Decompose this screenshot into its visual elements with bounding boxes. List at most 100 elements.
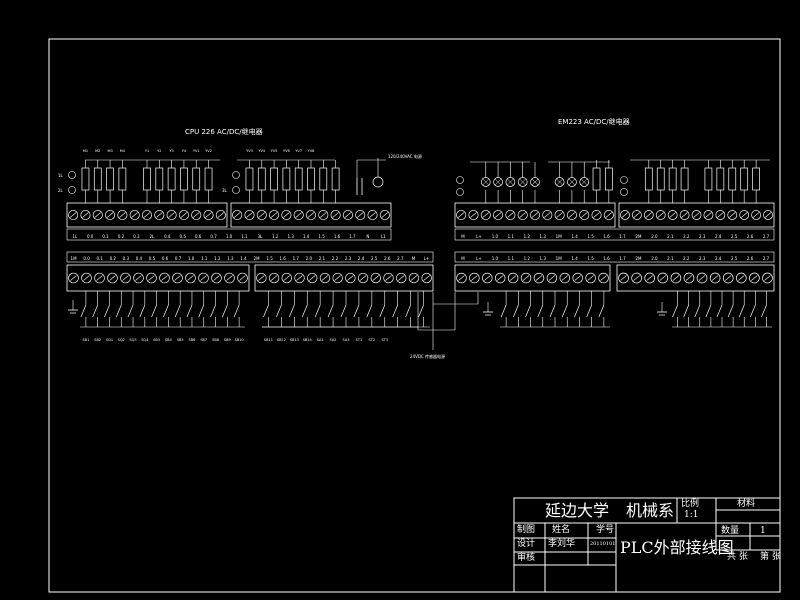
screw-slot <box>600 275 607 281</box>
terminal-label: 1.4 <box>240 256 247 261</box>
terminal-screw <box>533 272 545 284</box>
terminal-label: 1.0 <box>226 234 233 239</box>
switch-name: SB14 <box>303 338 313 342</box>
screw-slot <box>83 275 90 281</box>
switch-name: SB13 <box>290 338 299 342</box>
terminal-screw <box>507 272 519 284</box>
switch-contact <box>418 304 424 318</box>
coil-icon <box>81 167 90 191</box>
cpu-input-strip-b <box>254 264 434 292</box>
switch-contact <box>151 304 157 318</box>
switch-contact <box>405 304 411 318</box>
switch-name: SB8 <box>212 338 219 342</box>
screw-slot <box>96 275 103 281</box>
terminal-screw <box>330 209 341 221</box>
switch-name: SB9 <box>224 338 231 342</box>
screw-slot <box>109 275 116 281</box>
terminal-screw <box>655 210 666 220</box>
terminal-label: 2.2 <box>683 234 690 239</box>
terminal-screw <box>146 272 157 284</box>
screw-slot <box>135 275 142 281</box>
supply-source-icon <box>620 188 628 196</box>
terminal-screw <box>166 209 177 221</box>
switch-name: SB6 <box>189 338 196 342</box>
terminal-screw <box>529 209 541 221</box>
terminal-screw <box>232 209 243 221</box>
terminal-screw <box>244 209 255 221</box>
screw-slot <box>729 212 736 218</box>
terminal-label: 0.7 <box>210 234 217 239</box>
screw-slot <box>645 212 652 218</box>
coil-icon <box>294 167 303 191</box>
terminal-screw <box>709 272 721 284</box>
terminal-screw <box>762 272 773 284</box>
terminal-screw <box>691 210 702 220</box>
terminal-screw <box>355 209 366 221</box>
terminal-label: 1M <box>71 256 78 261</box>
em-input-strip-b <box>616 264 775 292</box>
screw-slot <box>751 275 758 281</box>
screw-slot <box>321 275 329 281</box>
screw-slot <box>94 212 101 218</box>
terminal-screw <box>468 209 479 221</box>
terminal-label: 0.4 <box>164 234 171 239</box>
screw-slot <box>239 275 246 281</box>
cpu-input-labels-frame <box>66 251 434 263</box>
screw-slot <box>193 212 200 218</box>
terminal-screw <box>154 209 165 221</box>
switch-contact <box>221 304 228 318</box>
terminal-label: 1.6 <box>603 256 610 261</box>
terminal-screw <box>554 209 565 221</box>
tb-drawn-label: 制图 <box>517 525 536 535</box>
terminal-label: L+ <box>476 234 482 239</box>
terminal-label: 1.7 <box>619 256 626 261</box>
switch-name: SB11 <box>264 338 273 342</box>
screw-slot <box>581 212 588 218</box>
tb-id-label: 学号 <box>596 525 615 535</box>
screw-slot <box>217 212 225 218</box>
switch-contact <box>705 304 712 318</box>
terminal-screw <box>80 209 91 221</box>
screw-slot <box>258 212 265 218</box>
terminal-label: 0.6 <box>162 256 169 261</box>
switch-name: ST1 <box>356 338 363 342</box>
terminal-label: M <box>412 256 416 261</box>
terminal-label: 2.4 <box>715 256 722 261</box>
screw-slot <box>187 275 194 281</box>
em-output-strip-b-body <box>618 202 775 228</box>
terminal-label: 1.3 <box>227 256 234 261</box>
screw-slot <box>307 212 315 218</box>
terminal-label: 1.5 <box>318 234 325 239</box>
terminal-screw <box>618 272 629 284</box>
terminal-label: 0.0 <box>87 234 94 239</box>
load-name: YV4 <box>258 149 266 153</box>
tb-designer: 李刘华 <box>548 539 576 549</box>
switch-name: SQ4 <box>141 338 149 342</box>
terminal-screw <box>370 272 381 284</box>
terminal-label: 2.5 <box>731 234 738 239</box>
terminal-screw <box>319 272 331 284</box>
screw-slot <box>764 212 772 218</box>
em-input-labels-frame <box>454 251 775 263</box>
switch-contact <box>392 304 399 318</box>
sheet-border <box>48 38 781 593</box>
terminal-screw <box>129 209 140 221</box>
terminal-screw <box>345 272 356 284</box>
terminal-screw <box>81 272 92 284</box>
terminal-screw <box>603 209 614 221</box>
terminal-label: 1.5 <box>587 234 594 239</box>
supply-source-icon <box>620 176 628 184</box>
switch-contact <box>198 304 205 318</box>
terminal-screw <box>268 272 280 284</box>
screw-slot <box>122 275 129 281</box>
terminal-label: 2.4 <box>715 234 722 239</box>
switch-name: SB1 <box>82 338 89 342</box>
load-name: Y4 <box>182 149 187 153</box>
supply-source-icon <box>456 176 464 184</box>
coil-icon <box>307 167 315 191</box>
switch-name: ST2 <box>369 338 376 342</box>
screw-slot <box>535 275 543 281</box>
terminal-label: 1.4 <box>571 256 578 261</box>
